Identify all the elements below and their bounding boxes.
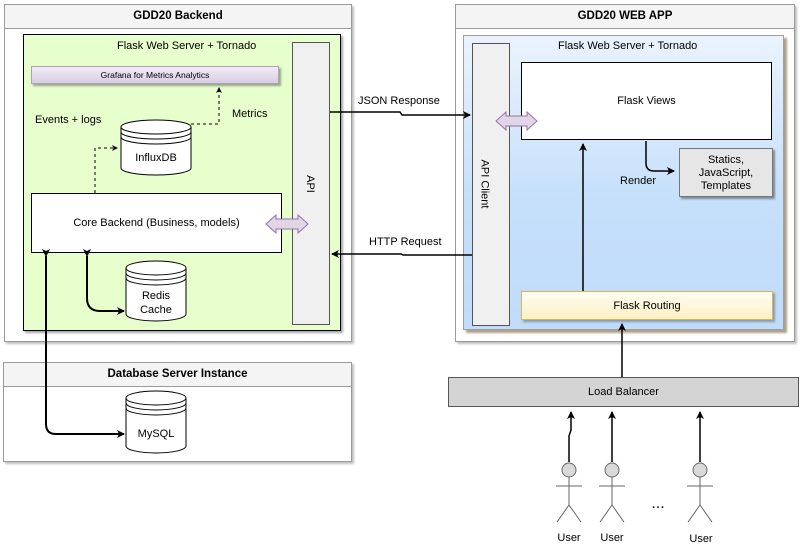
mysql-label: MySQL — [138, 428, 175, 440]
core-api-double-arrow — [265, 213, 309, 235]
core-mysql-connector — [42, 249, 125, 438]
flask-views-label: Flask Views — [617, 95, 676, 107]
webapp-server-label: Flask Web Server + Tornado — [558, 40, 698, 52]
statics-line-2: JavaScript, — [698, 167, 754, 179]
load-balancer-box[interactable]: Load Balancer — [448, 377, 799, 407]
users-ellipsis: ... — [651, 495, 664, 512]
core-redis-connector — [83, 249, 125, 315]
user1-arrow — [567, 411, 575, 462]
api-client-bar[interactable] — [472, 43, 510, 326]
statics-line-1: Statics, — [707, 154, 745, 166]
events-logs-connector — [94, 145, 118, 193]
user-label-3: User — [689, 533, 713, 545]
metrics-connector — [191, 87, 222, 125]
webapp-title: GDD20 WEB APP — [456, 5, 794, 29]
core-backend-box[interactable]: Core Backend (Business, models) — [31, 193, 282, 253]
flask-routing-box[interactable]: Flask Routing — [521, 291, 773, 320]
redis-label-1: Redis — [142, 290, 171, 302]
render-arrow — [645, 141, 675, 175]
redis-cylinder[interactable]: Redis Cache — [125, 260, 187, 322]
grafana-box: Grafana for Metrics Analytics — [31, 66, 279, 84]
flask-routing-label: Flask Routing — [613, 299, 681, 312]
json-response-arrow — [330, 111, 471, 119]
redis-label-2: Cache — [140, 304, 172, 316]
user-label-2: User — [600, 532, 624, 544]
metrics-label: Metrics — [232, 108, 268, 120]
statics-line-3: Templates — [700, 180, 752, 192]
backend-server-label: Flask Web Server + Tornado — [117, 40, 257, 52]
render-label: Render — [620, 175, 657, 187]
influxdb-cylinder[interactable]: InfluxDB — [120, 119, 192, 176]
backend-title: GDD20 Backend — [5, 5, 351, 29]
client-views-double-arrow — [495, 110, 538, 132]
user-icon-1 — [556, 462, 582, 523]
http-request-arrow — [331, 250, 472, 258]
json-response-label: JSON Response — [358, 95, 440, 107]
mysql-cylinder[interactable]: MySQL — [125, 390, 187, 454]
core-backend-label: Core Backend (Business, models) — [73, 217, 240, 229]
http-request-label: HTTP Request — [369, 236, 442, 248]
grafana-label: Grafana for Metrics Analytics — [100, 70, 210, 80]
user-label-1: User — [557, 532, 581, 544]
statics-box[interactable]: Statics, JavaScript, Templates — [679, 148, 773, 197]
user-icon-3 — [687, 462, 713, 523]
backend-api-bar[interactable] — [292, 42, 330, 325]
user-icon-2 — [599, 462, 625, 523]
influxdb-label: InfluxDB — [135, 152, 177, 164]
events-logs-label: Events + logs — [35, 114, 102, 126]
flask-views-box[interactable]: Flask Views — [521, 62, 772, 140]
load-balancer-label: Load Balancer — [588, 386, 659, 398]
